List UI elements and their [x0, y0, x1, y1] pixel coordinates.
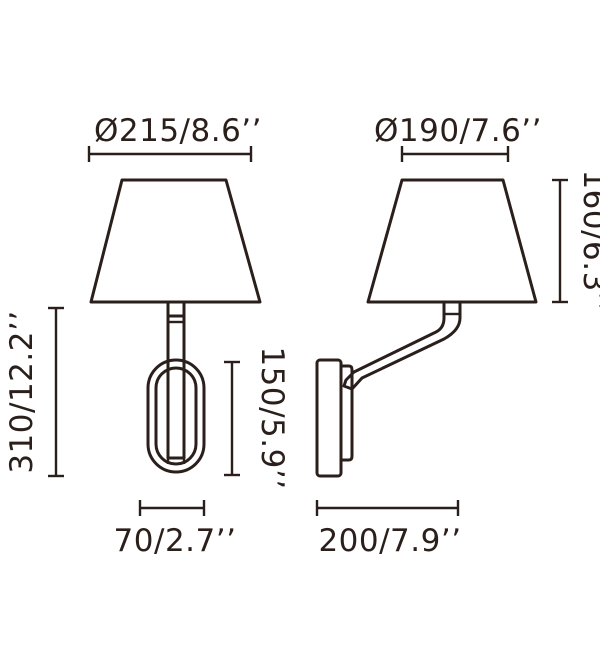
- side-wall-mount: [315, 358, 354, 478]
- front-shade-diameter-label: Ø215/8.6’’: [94, 113, 262, 149]
- front-view: Ø215/8.6’’ 310/12.2’’: [4, 113, 290, 559]
- side-shade-height-label: 160/6.3’’: [576, 169, 600, 312]
- front-base-width-dimension: 70/2.7’’: [114, 500, 237, 559]
- front-stem: [166, 300, 186, 460]
- front-total-height-dimension: 310/12.2’’: [4, 306, 64, 478]
- side-shade-dimension: Ø190/7.6’’: [374, 113, 542, 162]
- front-shade-dimension: Ø215/8.6’’: [87, 113, 262, 162]
- side-shade-height-dimension: 160/6.3’’: [552, 169, 600, 313]
- front-wall-plate: [146, 358, 206, 474]
- side-view: Ø190/7.6’’ 160/6.3’’ 200/7.9’’: [315, 113, 600, 559]
- front-total-height-label: 310/12.2’’: [4, 310, 40, 473]
- side-projection-label: 200/7.9’’: [318, 523, 461, 559]
- front-base-height-label: 150/5.9’’: [254, 346, 290, 489]
- front-base-height-dimension: 150/5.9’’: [224, 346, 290, 490]
- side-projection-dimension: 200/7.9’’: [315, 500, 461, 559]
- side-shade-diameter-label: Ø190/7.6’’: [374, 113, 542, 149]
- side-arm: [342, 300, 462, 391]
- front-lampshade: [89, 178, 262, 304]
- front-base-width-label: 70/2.7’’: [114, 523, 237, 559]
- side-lampshade: [366, 178, 538, 304]
